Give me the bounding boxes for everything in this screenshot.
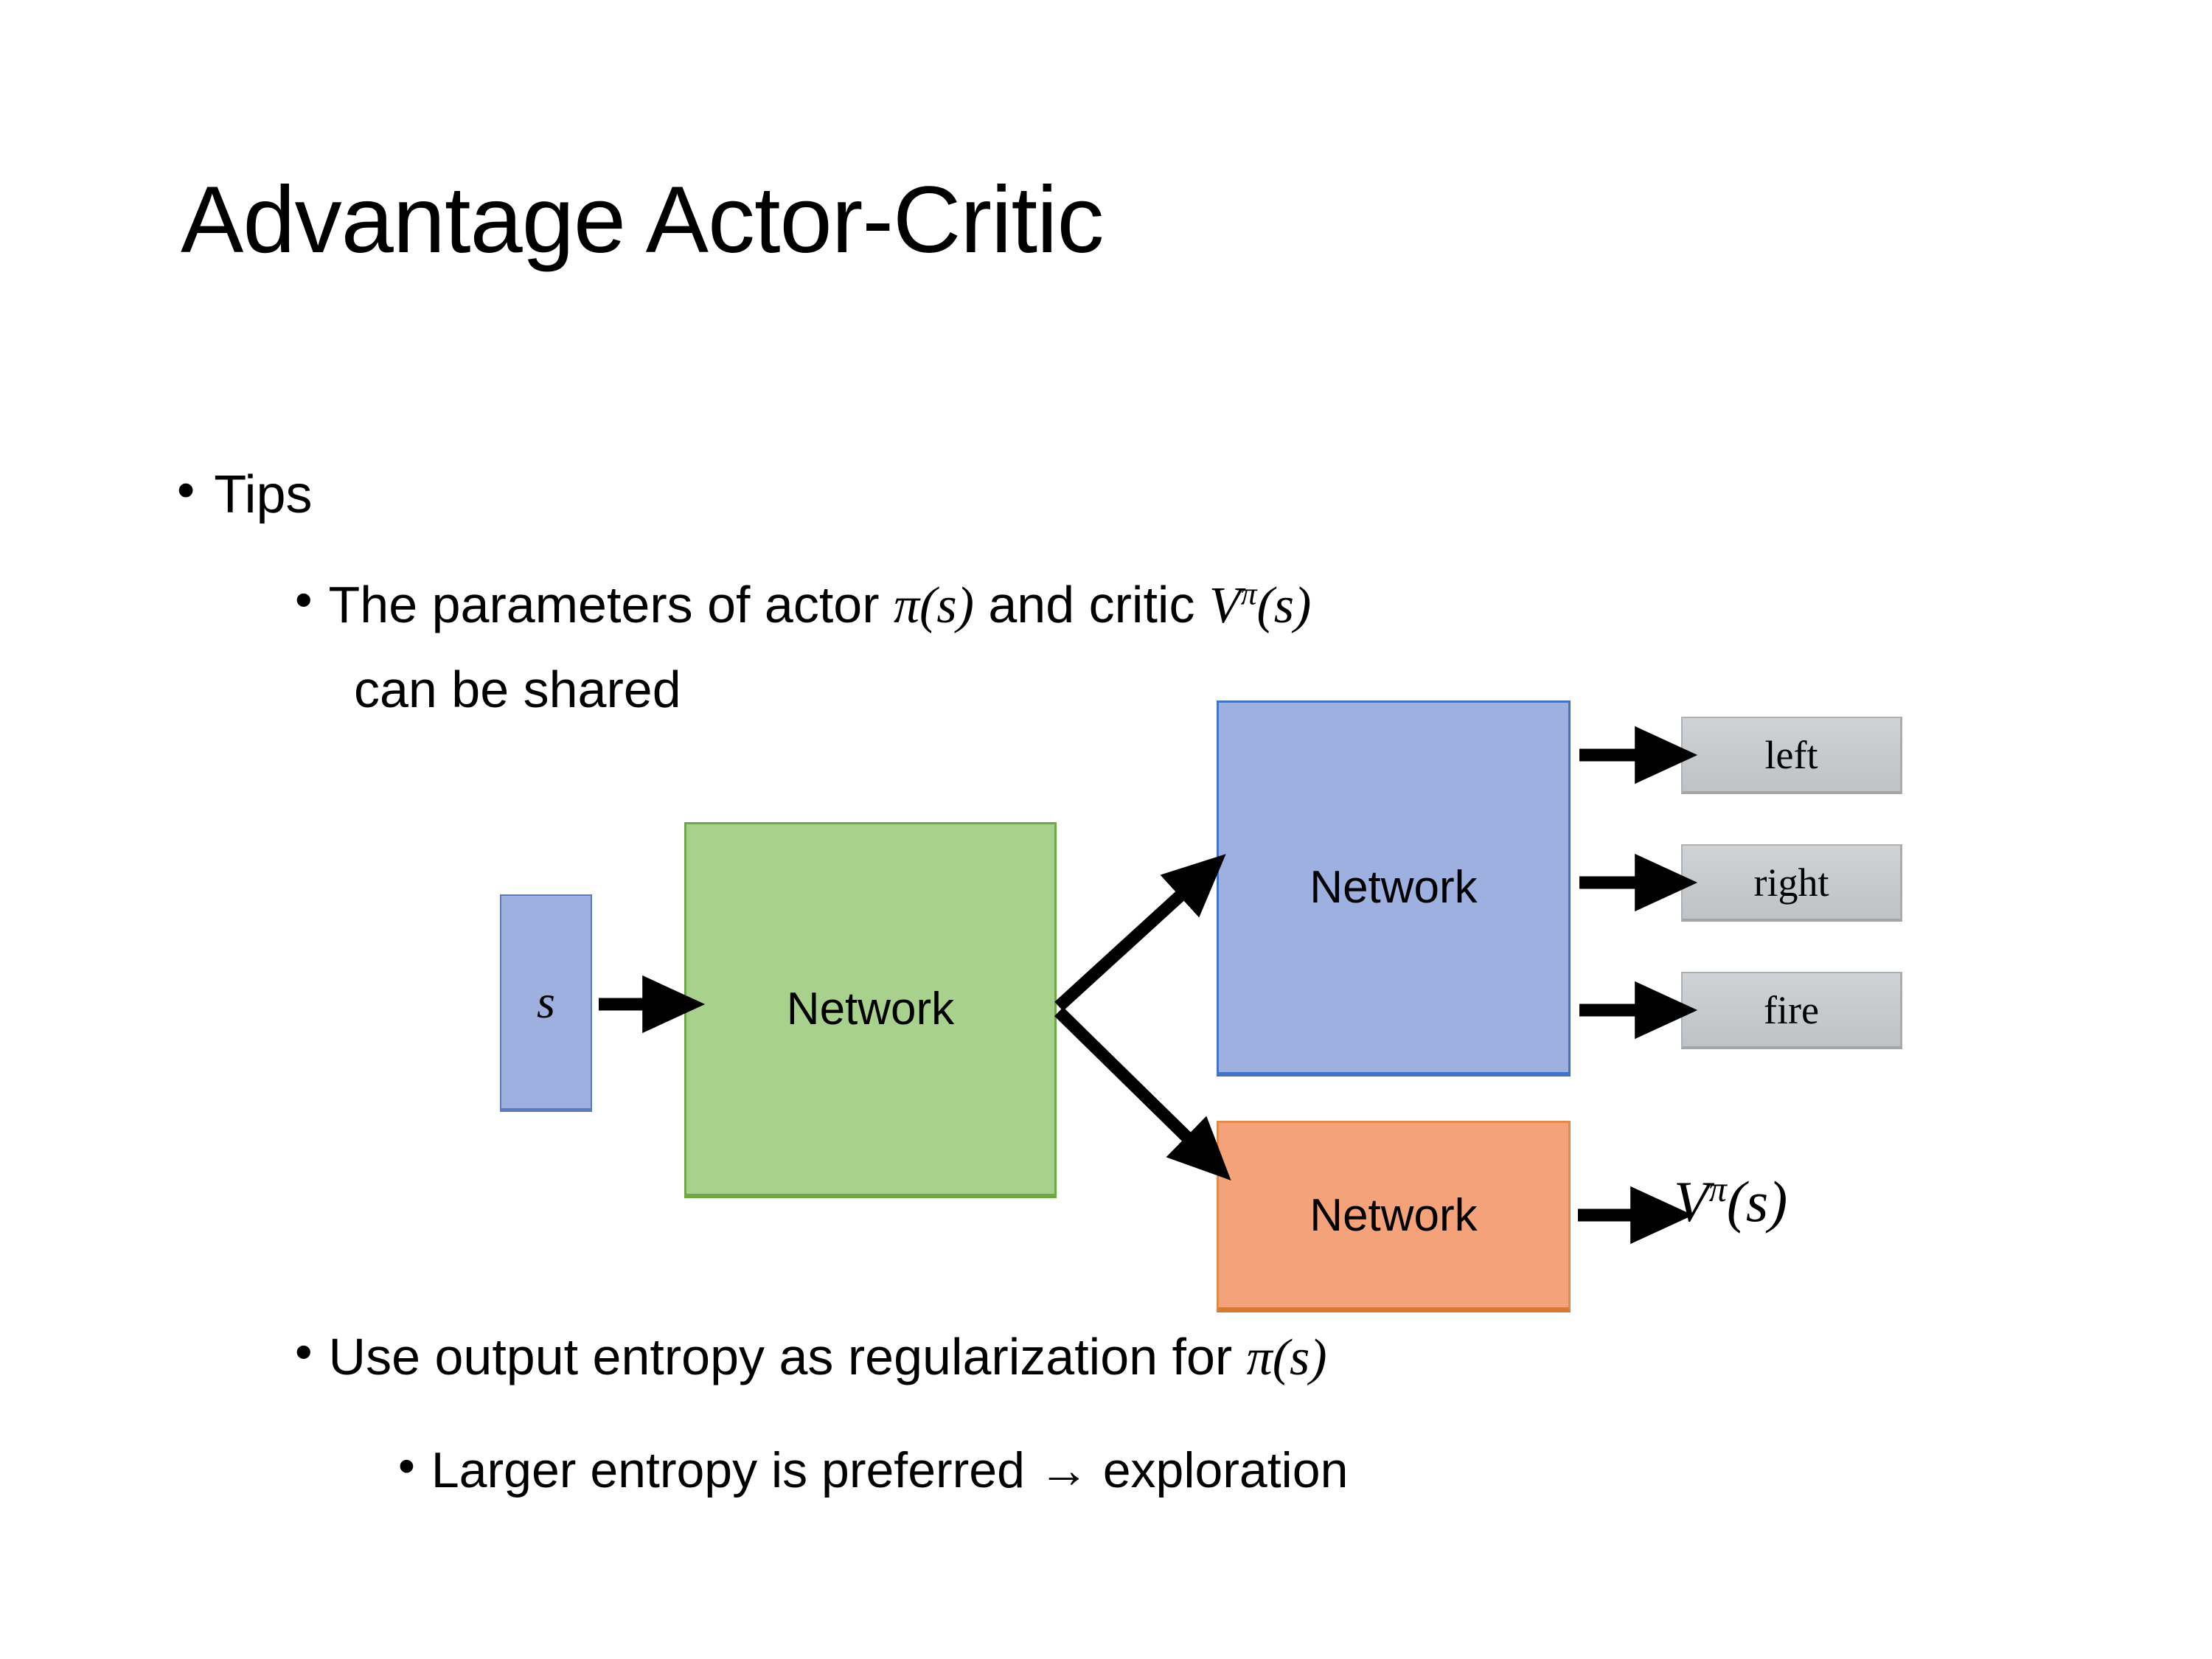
bullet-glyph-icon: • [295, 572, 313, 627]
page-title: Advantage Actor-Critic [181, 167, 1104, 273]
bullet-glyph-icon: • [177, 461, 195, 518]
input-state-box: s [500, 894, 592, 1112]
bullet-tips-label: Tips [214, 465, 313, 524]
bullet-entropy-text: Use output entropy as regularization for… [329, 1327, 1327, 1388]
parameters-midfix: and critic [973, 576, 1209, 633]
action-output-right: right [1681, 844, 1902, 922]
arrow-shared-to-critic [1054, 1006, 1231, 1180]
critic-value-math: Vπ(s) [1208, 576, 1312, 634]
bullet-larger-entropy-label: Larger entropy is preferred → exploratio… [431, 1442, 1349, 1498]
bullet-glyph-icon: • [398, 1439, 415, 1492]
bullet-parameters-line2: can be shared [354, 660, 681, 719]
input-state-label: s [537, 975, 555, 1028]
bullet-glyph-icon: • [295, 1324, 313, 1380]
action-output-left: left [1681, 717, 1902, 794]
bullet-parameters-shared: • The parameters of actor π(s) and criti… [295, 575, 1311, 636]
bullet-tips: • Tips [177, 461, 313, 525]
bullet-parameters-line2-text: can be shared [354, 661, 681, 718]
critic-network-label: Network [1310, 1189, 1478, 1241]
action-output-right-label: right [1753, 860, 1829, 905]
actor-network-label: Network [1310, 862, 1478, 913]
shared-network-label: Network [786, 984, 955, 1034]
actor-network-box: Network [1217, 700, 1571, 1077]
critic-value-output: Vπ(s) [1674, 1169, 1788, 1234]
critic-network-box: Network [1217, 1121, 1571, 1312]
parameters-prefix: The parameters of actor [328, 576, 894, 633]
entropy-policy-math: π(s) [1246, 1329, 1327, 1386]
actor-policy-math: π(s) [893, 577, 974, 634]
action-output-fire-label: fire [1764, 987, 1819, 1032]
shared-network-box: Network [684, 822, 1057, 1198]
arrow-shared-to-actor [1054, 854, 1226, 1012]
action-output-fire: fire [1681, 972, 1902, 1049]
bullet-entropy-regularization: • Use output entropy as regularization f… [295, 1327, 1327, 1388]
entropy-prefix: Use output entropy as regularization for [328, 1328, 1247, 1385]
bullet-parameters-text: The parameters of actor π(s) and critic … [329, 575, 1312, 636]
action-output-left-label: left [1764, 732, 1818, 777]
bullet-larger-entropy: • Larger entropy is preferred → explorat… [398, 1441, 1348, 1499]
